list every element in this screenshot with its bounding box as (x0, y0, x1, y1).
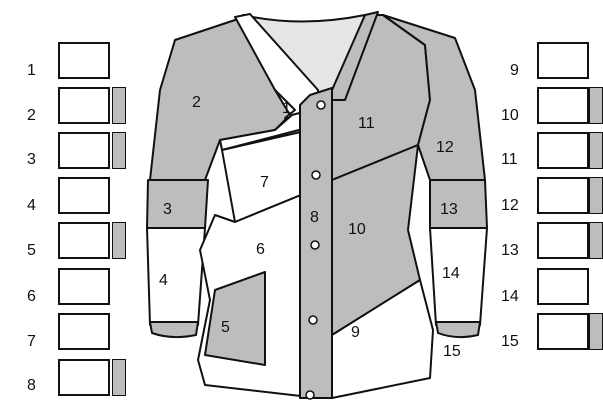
piece-3 (147, 180, 208, 228)
piece-label-7: 7 (260, 174, 269, 191)
piece-label-13: 13 (440, 201, 458, 218)
piece-label-12: 12 (436, 139, 454, 156)
piece-label-10: 10 (348, 221, 366, 238)
button-1 (317, 101, 325, 109)
button-2 (312, 171, 320, 179)
piece-label-5: 5 (221, 319, 230, 336)
piece-label-14: 14 (442, 265, 460, 282)
piece-label-8: 8 (310, 209, 319, 226)
piece-label-11: 11 (358, 115, 375, 132)
piece-15 (436, 322, 480, 337)
button-4 (309, 316, 317, 324)
piece-label-4: 4 (159, 272, 168, 289)
piece-label-2: 2 (192, 94, 201, 111)
piece-label-6: 6 (256, 241, 265, 258)
piece-4 (147, 228, 205, 325)
piece-label-1: 1 (282, 100, 291, 117)
piece-13 (430, 180, 487, 228)
piece-label-3: 3 (163, 201, 172, 218)
button-5 (306, 391, 314, 399)
left-cuff (150, 322, 198, 337)
piece-label-15: 15 (443, 343, 461, 360)
button-3 (311, 241, 319, 249)
piece-label-9: 9 (351, 324, 360, 341)
